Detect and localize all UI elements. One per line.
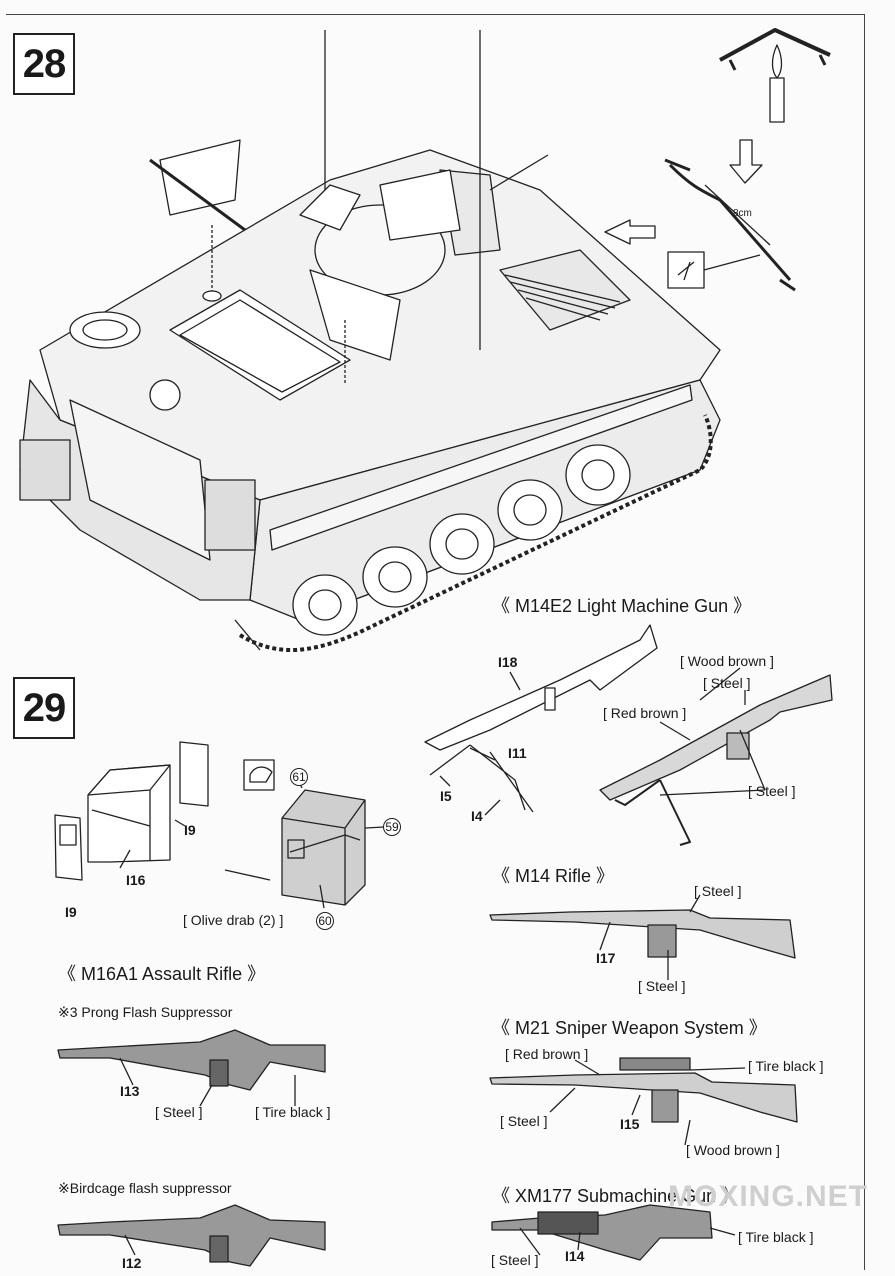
part-label-i17: I17 — [596, 950, 616, 966]
part-callout-59: 59 — [383, 818, 401, 836]
step-number-29: 29 — [13, 677, 75, 739]
part-label-i9-bottom: I9 — [65, 904, 77, 920]
part-callout-61: 61 — [290, 768, 308, 786]
part-label-i15: I15 — [620, 1116, 640, 1132]
note-3-prong: ※3 Prong Flash Suppressor — [58, 1004, 233, 1020]
title-m14e2: 《 M14E2 Light Machine Gun 》 — [492, 596, 752, 616]
paint-red-brown-1: [ Red brown ] — [603, 705, 687, 721]
part-label-i13: I13 — [120, 1083, 140, 1099]
paint-tire-black-1: [ Tire black ] — [748, 1058, 824, 1074]
title-m16a1: 《 M16A1 Assault Rifle 》 — [58, 964, 266, 984]
part-label-i18: I18 — [498, 654, 518, 670]
paint-steel-1: [ Steel ] — [703, 675, 751, 691]
title-m21: 《 M21 Sniper Weapon System 》 — [492, 1018, 767, 1038]
part-label-i4: I4 — [471, 808, 483, 824]
part-label-i14: I14 — [565, 1248, 585, 1264]
paint-tire-black-3: [ Tire black ] — [255, 1104, 331, 1120]
paint-steel-4: [ Steel ] — [638, 978, 686, 994]
paint-steel-3: [ Steel ] — [694, 883, 742, 899]
paint-steel-5: [ Steel ] — [500, 1113, 548, 1129]
paint-steel-6: [ Steel ] — [491, 1252, 539, 1268]
page-frame — [6, 14, 865, 1270]
part-label-i11: I11 — [508, 745, 527, 761]
watermark-text: MOXING.NET — [668, 1180, 869, 1213]
part-callout-60: 60 — [316, 912, 334, 930]
paint-wood-brown-1: [ Wood brown ] — [680, 653, 774, 669]
part-label-i5: I5 — [440, 788, 452, 804]
paint-steel-7: [ Steel ] — [155, 1104, 203, 1120]
part-label-i16: I16 — [126, 872, 146, 888]
paint-wood-brown-2: [ Wood brown ] — [686, 1142, 780, 1158]
title-m14: 《 M14 Rifle 》 — [492, 866, 615, 886]
paint-steel-2: [ Steel ] — [748, 783, 796, 799]
part-label-i12: I12 — [122, 1255, 142, 1271]
sprue-length-label: 8cm — [733, 208, 752, 219]
title-xm177: 《 XM177 Submachine Gun 》 — [492, 1186, 740, 1206]
step-number-28: 28 — [13, 33, 75, 95]
note-birdcage: ※Birdcage flash suppressor — [58, 1180, 232, 1196]
paint-olive-drab: [ Olive drab (2) ] — [183, 912, 284, 928]
part-label-i9-top: I9 — [184, 822, 196, 838]
paint-red-brown-2: [ Red brown ] — [505, 1046, 589, 1062]
paint-tire-black-2: [ Tire black ] — [738, 1229, 814, 1245]
